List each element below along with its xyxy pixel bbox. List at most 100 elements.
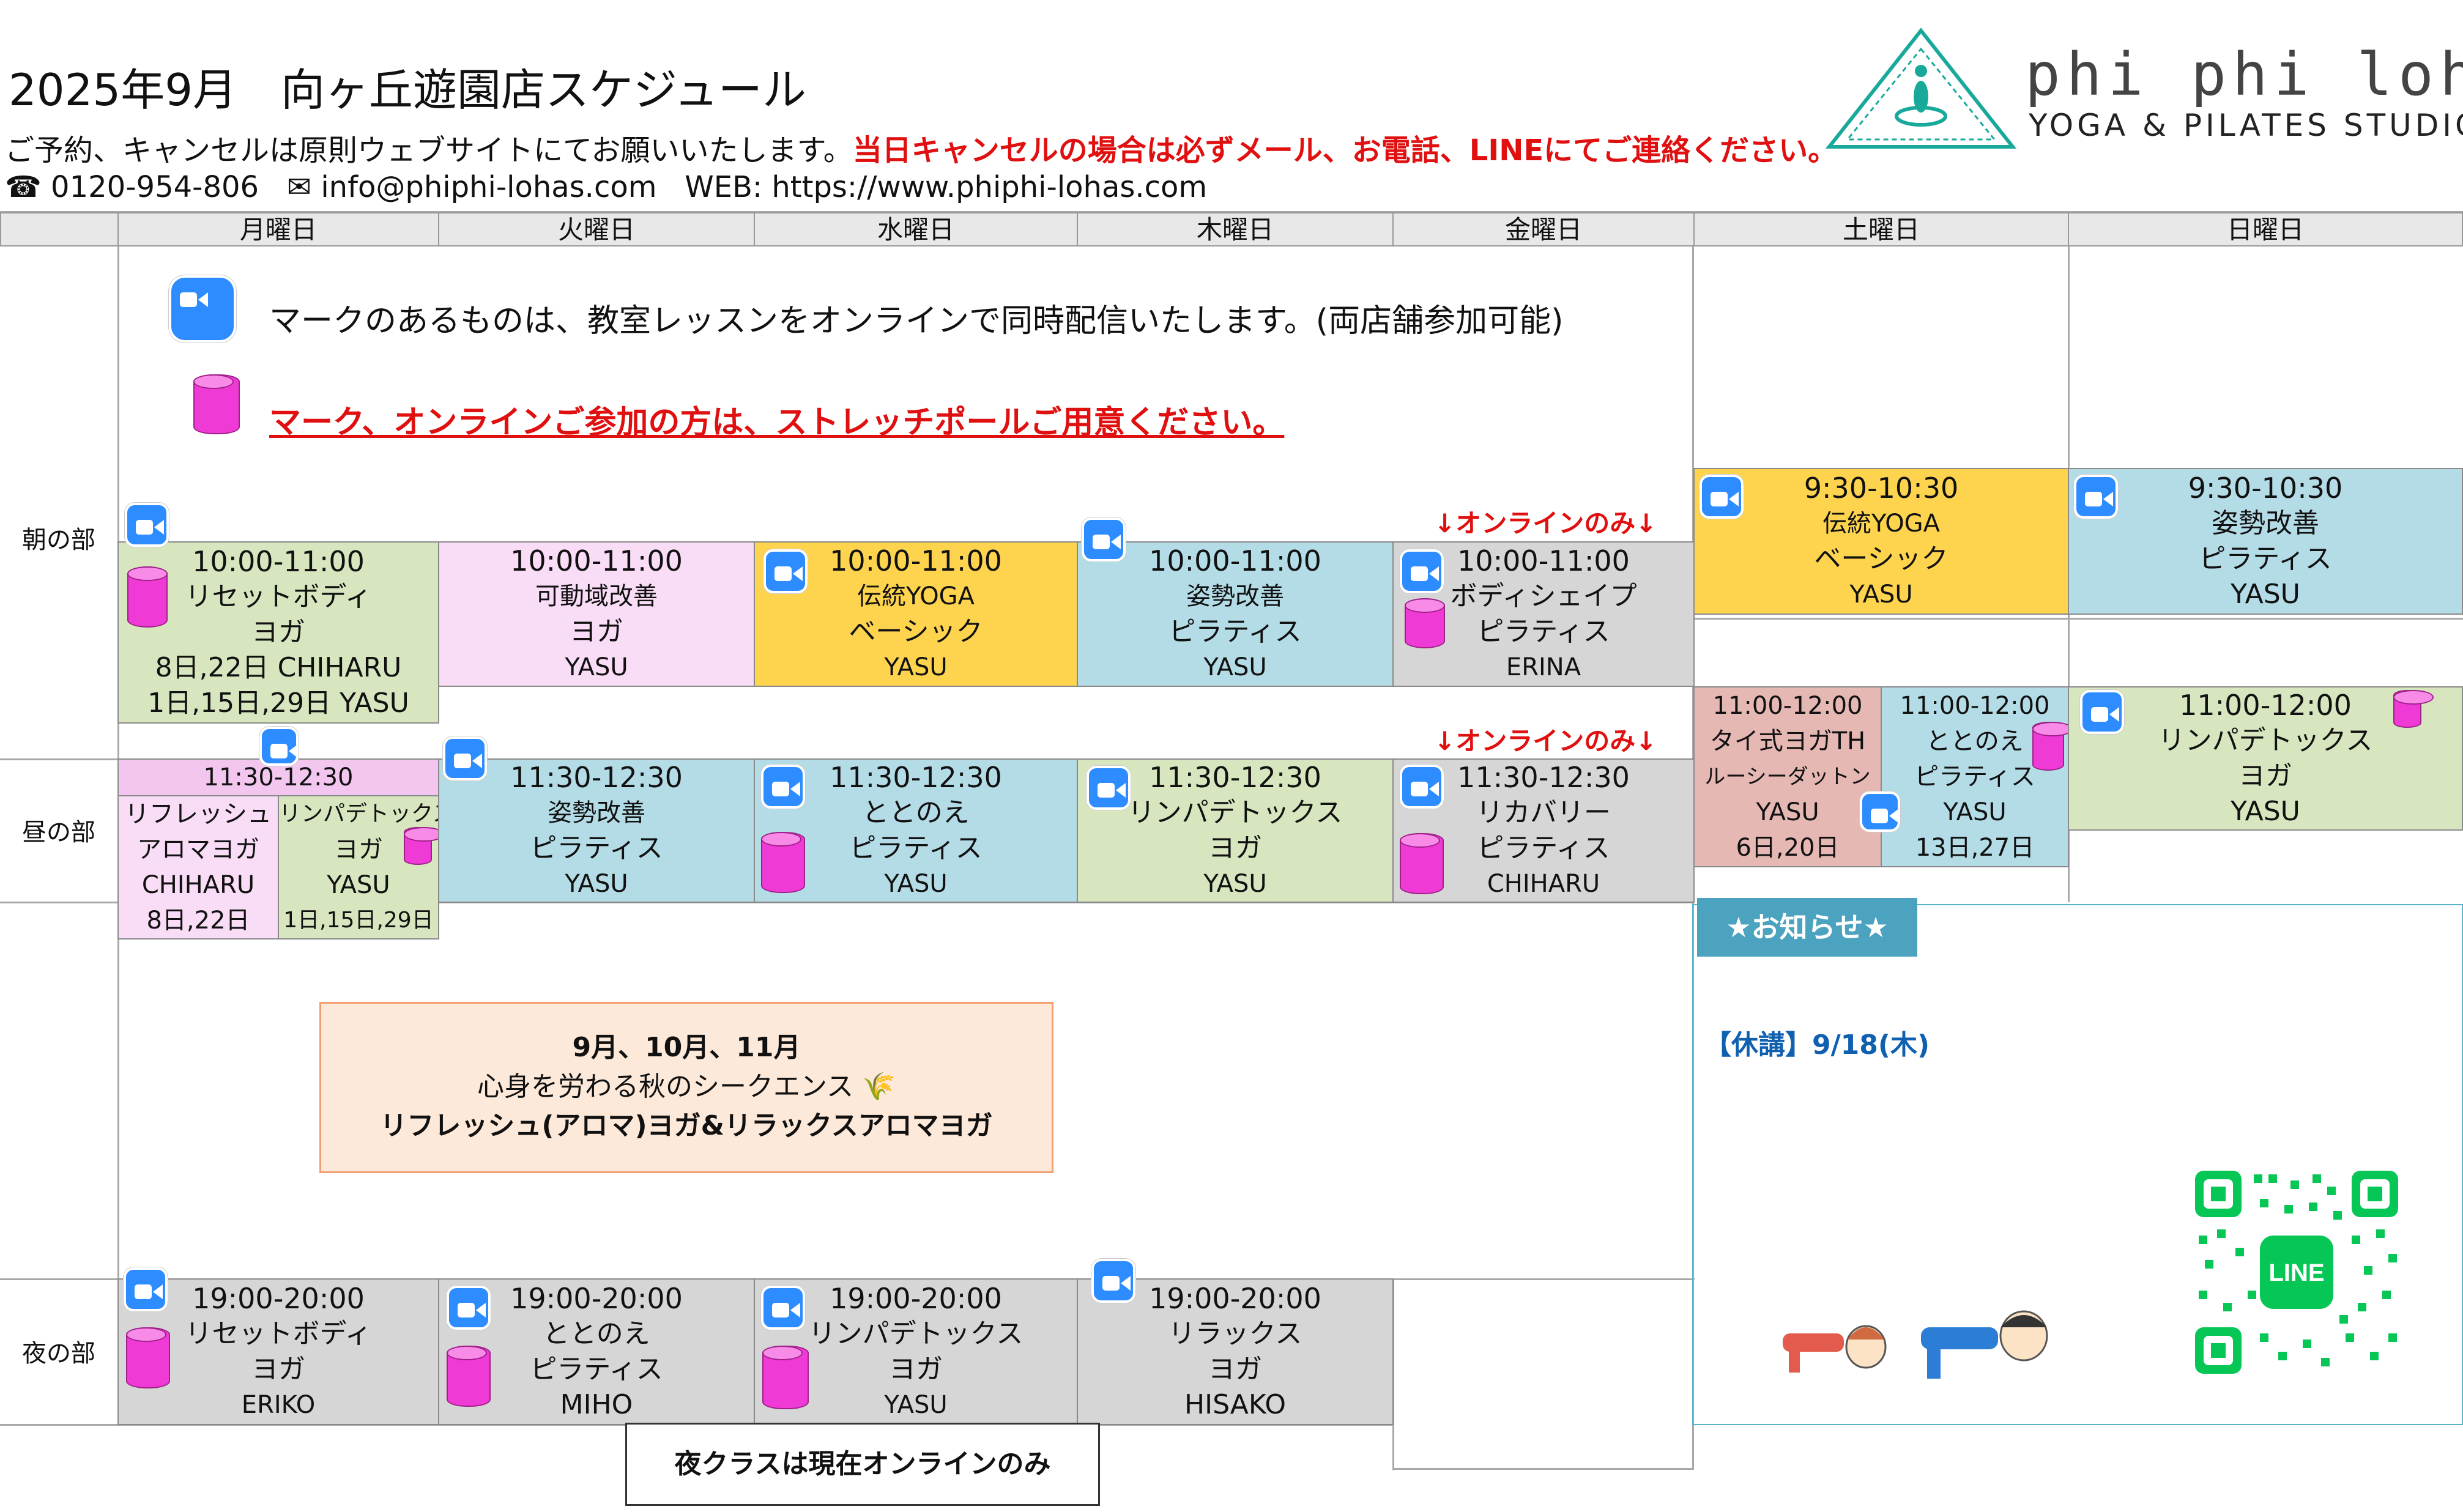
zoom-icon (1082, 517, 1126, 561)
zoom-legend-icon (169, 275, 236, 343)
class-sat-noon-a[interactable]: 11:00-12:00 タイ式ヨガTH ルーシーダットン YASU 6日,20日 (1693, 686, 1882, 867)
class-name: リフレッシュ (125, 800, 272, 828)
zoom-icon (761, 1286, 805, 1330)
class-mon-noon-b[interactable]: リンパデトックス ヨガ YASU 1日,15日,29日 (278, 795, 455, 939)
class-name: 伝統YOGA (856, 582, 975, 610)
class-name: 姿勢改善 (2212, 508, 2319, 539)
class-time: 19:00-20:00 (192, 1282, 365, 1315)
class-wed-noon[interactable]: 11:30-12:30 ととのえ ピラティス YASU (754, 758, 1078, 903)
closure-notice: 【休講】9/18(木) (1704, 1029, 1930, 1061)
autumn-classes: リフレッシュ(アロマ)ヨガ&リラックスアロマヨガ (380, 1110, 993, 1141)
class-time: 11:00-12:00 (2179, 689, 2352, 722)
class-thu-morning[interactable]: 10:00-11:00 姿勢改善 ピラティス YASU (1077, 541, 1394, 687)
stretch-pole-icon (761, 832, 805, 893)
class-type: ヨガ (570, 616, 623, 647)
qr-label: LINE (2268, 1259, 2324, 1286)
grid-line (1392, 1468, 1693, 1470)
class-time: 10:00-11:00 (1149, 544, 1321, 577)
class-instructor: YASU (565, 653, 628, 681)
class-instructor: YASU (1756, 798, 1819, 826)
news-button[interactable]: ★お知らせ★ (1697, 898, 1917, 957)
class-name: 伝統YOGA (1822, 510, 1941, 538)
class-mon-morning[interactable]: 10:00-11:00 リセットボディ ヨガ 8日,22日 CHIHARU 1日… (117, 541, 439, 724)
class-name: リンパデトックス (279, 801, 455, 826)
class-mon-evening[interactable]: 19:00-20:00 リセットボディ ヨガ ERIKO (117, 1278, 439, 1425)
class-type: ピラティス (1914, 763, 2035, 791)
class-type: ベーシック (849, 616, 983, 647)
class-instructor: ERIKO (241, 1391, 316, 1419)
email[interactable]: ✉ info@phiphi-lohas.com (286, 170, 657, 204)
autumn-months: 9月、10月、11月 (572, 1032, 801, 1063)
day-header-mon: 月曜日 (117, 212, 439, 246)
stretch-pole-icon (1405, 598, 1445, 648)
zoom-icon (761, 765, 805, 809)
class-type: ピラティス (1477, 832, 1610, 864)
class-type: ヨガ (1208, 832, 1262, 864)
class-instructor: HISAKO (1184, 1389, 1286, 1420)
stretch-pole-icon (404, 827, 444, 865)
zoom-legend-text: マークのあるものは、教室レッスンをオンラインで同時配信いたします。(両店舗参加可… (269, 303, 1564, 339)
class-thu-evening[interactable]: 19:00-20:00 リラックス ヨガ HISAKO (1077, 1278, 1394, 1425)
zoom-icon (1860, 791, 1900, 832)
class-name: ととのえ (543, 1318, 650, 1349)
class-time: 19:00-20:00 (1149, 1282, 1321, 1315)
stretch-pole-icon (1400, 833, 1444, 894)
autumn-subtitle: 心身を労わる秋のシークエンス 🌾 (477, 1071, 896, 1102)
yoga-people-illustration-icon (1783, 1310, 2048, 1379)
class-dates: 1日,15日,29日 (283, 908, 434, 933)
night-class-note: 夜クラスは現在オンラインのみ (625, 1423, 1100, 1506)
website[interactable]: WEB: https://www.phiphi-lohas.com (685, 170, 1208, 204)
zoom-icon (124, 1267, 168, 1311)
online-only-label: ↓オンラインのみ↓ (1434, 726, 1657, 756)
stretch-pole-icon (127, 566, 168, 628)
class-time: 11:30-12:30 (203, 763, 354, 791)
class-thu-noon[interactable]: 11:30-12:30 リンパデトックス ヨガ YASU (1077, 758, 1394, 903)
class-wed-morning[interactable]: 10:00-11:00 伝統YOGA ベーシック YASU (754, 541, 1078, 687)
grid-line (1692, 618, 2463, 620)
class-instructor: ERINA (1506, 653, 1581, 681)
online-only-label: ↓オンラインのみ↓ (1434, 508, 1657, 538)
class-type: ヨガ (251, 1354, 305, 1385)
class-time: 9:30-10:30 (1804, 472, 1959, 505)
stretch-pole-icon (2393, 690, 2434, 728)
class-tue-morning[interactable]: 10:00-11:00 可動域改善 ヨガ YASU (438, 541, 755, 687)
class-dates: 13日,27日 (1915, 834, 2035, 862)
class-time: 9:30-10:30 (2188, 472, 2343, 505)
class-instructor: YASU (1203, 870, 1267, 898)
grid-line (0, 211, 2463, 213)
class-tue-noon[interactable]: 11:30-12:30 姿勢改善 ピラティス YASU (438, 758, 755, 903)
class-tue-evening[interactable]: 19:00-20:00 ととのえ ピラティス MIHO (438, 1278, 755, 1425)
class-sun-noon[interactable]: 11:00-12:00 リンパデトックス ヨガ YASU (2068, 686, 2463, 831)
period-night: 夜の部 (22, 1340, 95, 1368)
page-title: 2025年9月 向ヶ丘遊園店スケジュール (9, 64, 807, 116)
stretch-pole-icon (2032, 722, 2073, 771)
class-instructor: YASU (884, 1391, 948, 1419)
class-instructor: YASU (1943, 798, 2007, 826)
class-name: リセットボディ (185, 1318, 372, 1349)
corner-header (0, 212, 119, 246)
class-sun-morning[interactable]: 9:30-10:30 姿勢改善 ピラティス YASU (2068, 468, 2463, 615)
class-sat-noon-b[interactable]: 11:00-12:00 ととのえ ピラティス YASU 13日,27日 (1881, 686, 2069, 867)
class-sat-morning[interactable]: 9:30-10:30 伝統YOGA ベーシック YASU (1693, 468, 2069, 615)
zoom-icon (259, 727, 299, 766)
class-time: 10:00-11:00 (192, 545, 365, 578)
class-dates: 8日,22日 (146, 906, 250, 935)
period-noon: 昼の部 (22, 818, 95, 847)
zoom-icon (2080, 690, 2124, 734)
zoom-icon (1091, 1259, 1135, 1303)
class-mon-noon-a[interactable]: リフレッシュ アロマヨガ CHIHARU 8日,22日 (117, 795, 279, 939)
class-time: 19:00-20:00 (510, 1282, 683, 1315)
class-type: ピラティス (849, 832, 983, 864)
class-instructor: MIHO (560, 1389, 633, 1420)
zoom-icon (1087, 766, 1131, 810)
day-header-sun: 日曜日 (2068, 212, 2463, 246)
day-header-thu: 木曜日 (1077, 212, 1394, 246)
notice-red: 当日キャンセルの場合は必ずメール、お電話、LINEにてご連絡ください。 (852, 133, 1838, 168)
pole-legend-text: マーク、オンラインご参加の方は、ストレッチポールご用意ください。 (269, 404, 1285, 441)
line-qr-code[interactable]: LINE (2193, 1168, 2401, 1376)
brand-name: phi phi lohas (2025, 40, 2463, 109)
class-name: リセットボディ (185, 581, 372, 612)
class-time: 11:30-12:30 (1149, 761, 1321, 794)
class-name: ボディシェイプ (1450, 580, 1637, 612)
phone[interactable]: ☎ 0120-954-806 (5, 170, 259, 204)
